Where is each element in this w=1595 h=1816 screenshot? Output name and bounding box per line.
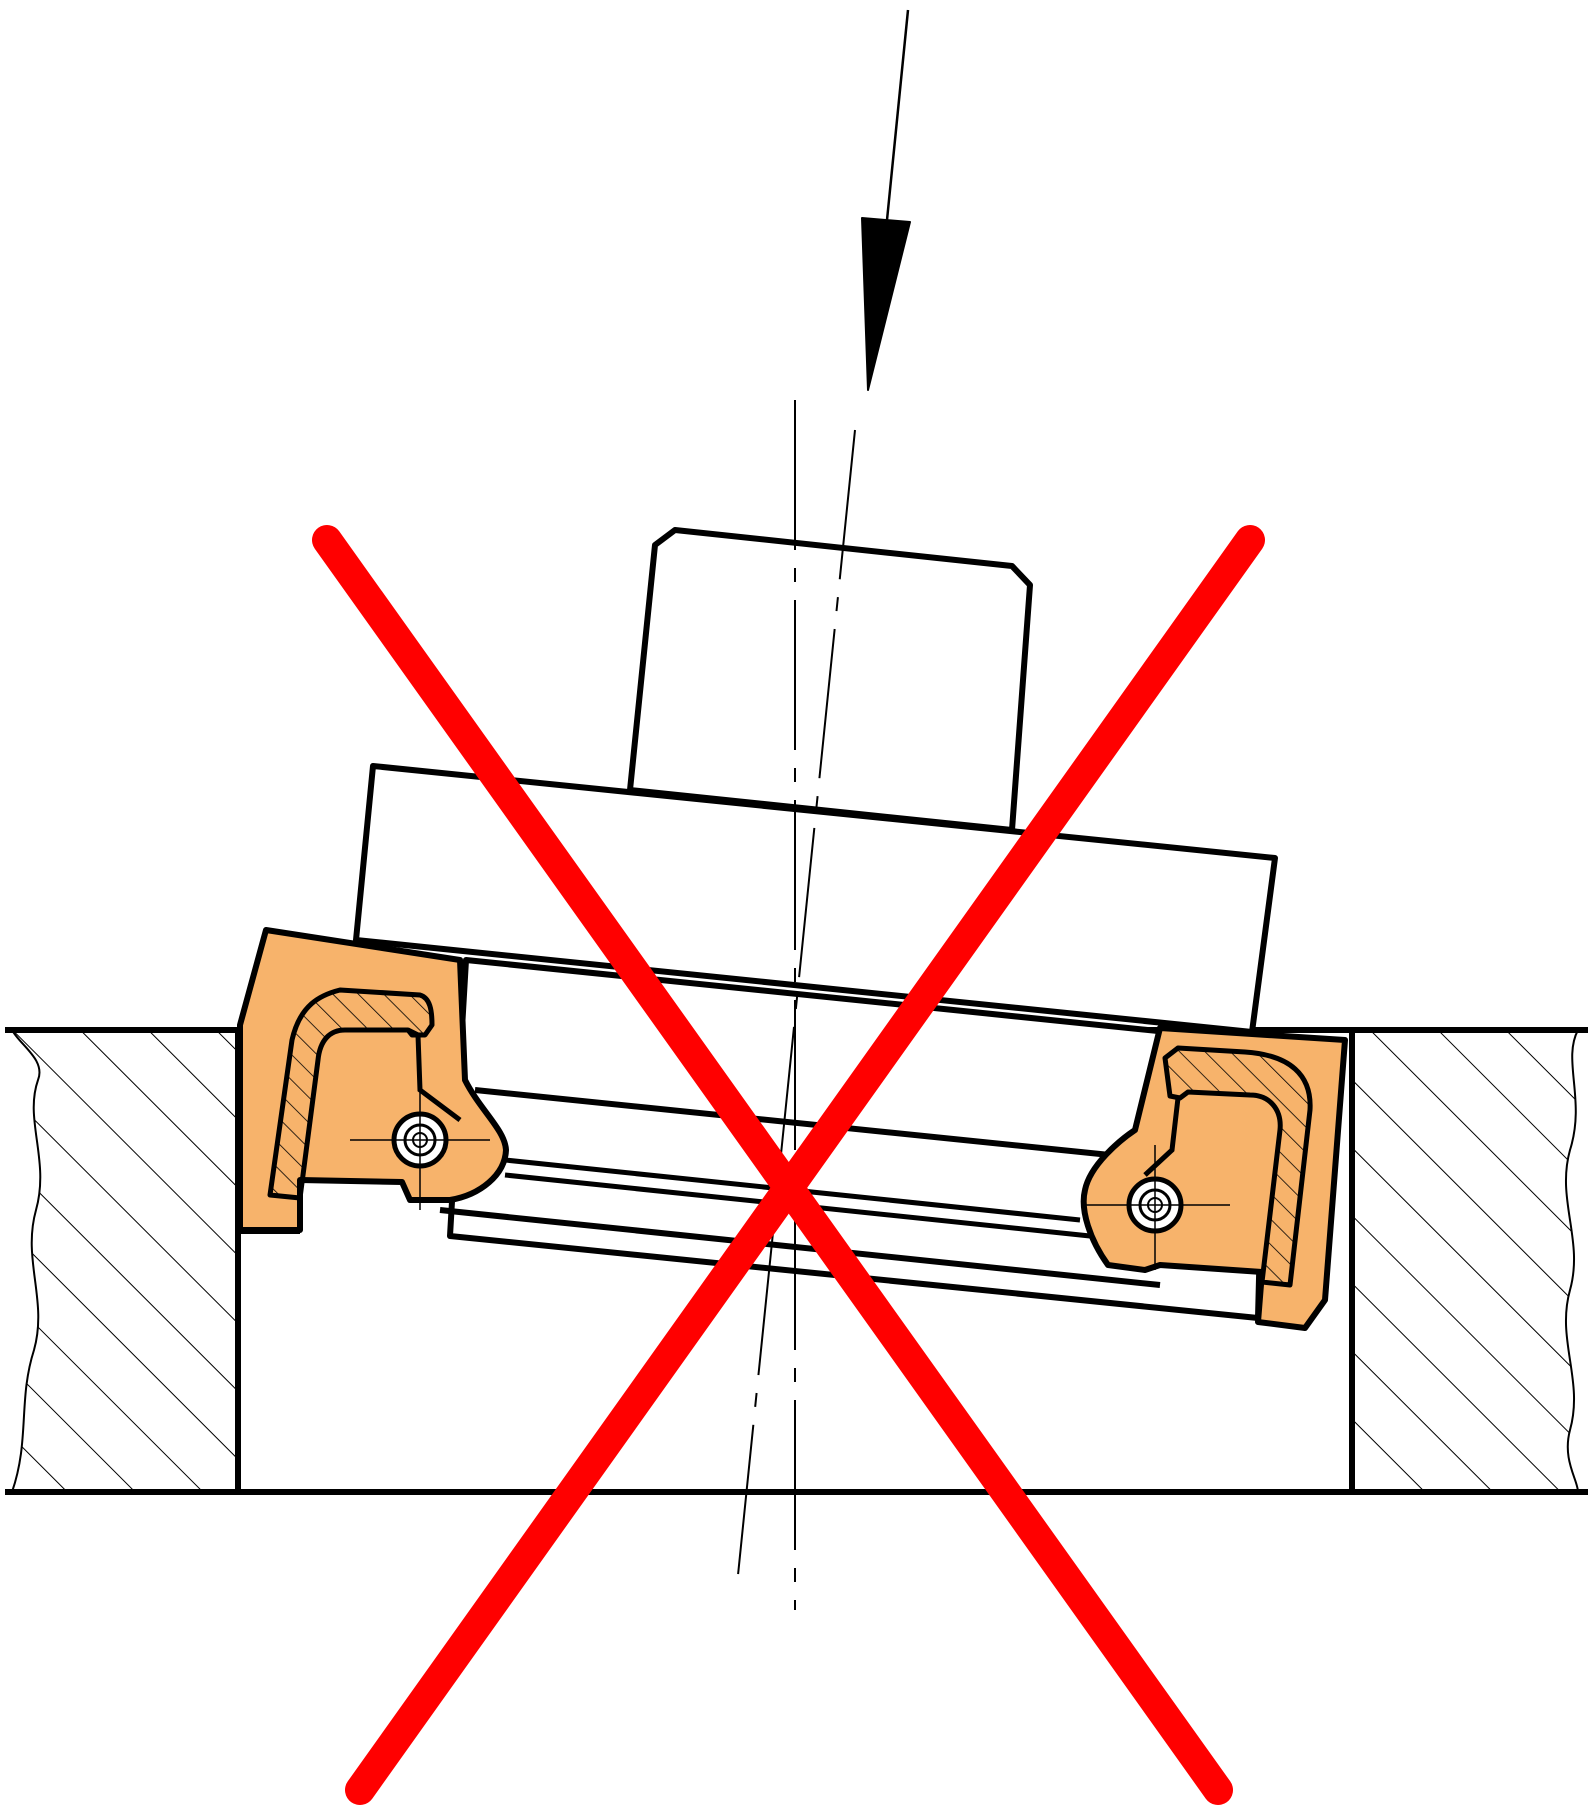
seal-insert-right bbox=[1162, 1045, 1313, 1288]
housing bbox=[5, 1027, 1588, 1495]
seal-lip-right bbox=[1143, 1097, 1181, 1177]
press-tool-groove-bottom bbox=[439, 1207, 1161, 1288]
seal-lip-left bbox=[406, 1027, 462, 1122]
press-tool-groove-top bbox=[474, 1087, 1111, 1158]
garter-spring-icon bbox=[1085, 1145, 1230, 1270]
housing-right-section bbox=[1351, 1029, 1580, 1493]
seal-insert-left bbox=[267, 987, 435, 1201]
tool-axis-line bbox=[737, 429, 856, 1576]
oil-seal bbox=[237, 927, 1348, 1331]
center-lines bbox=[737, 400, 856, 1610]
red-x-icon bbox=[312, 525, 1265, 1805]
housing-left-section bbox=[10, 1029, 238, 1493]
arrow-down-icon bbox=[861, 9, 911, 391]
garter-spring-icon bbox=[350, 1080, 490, 1210]
